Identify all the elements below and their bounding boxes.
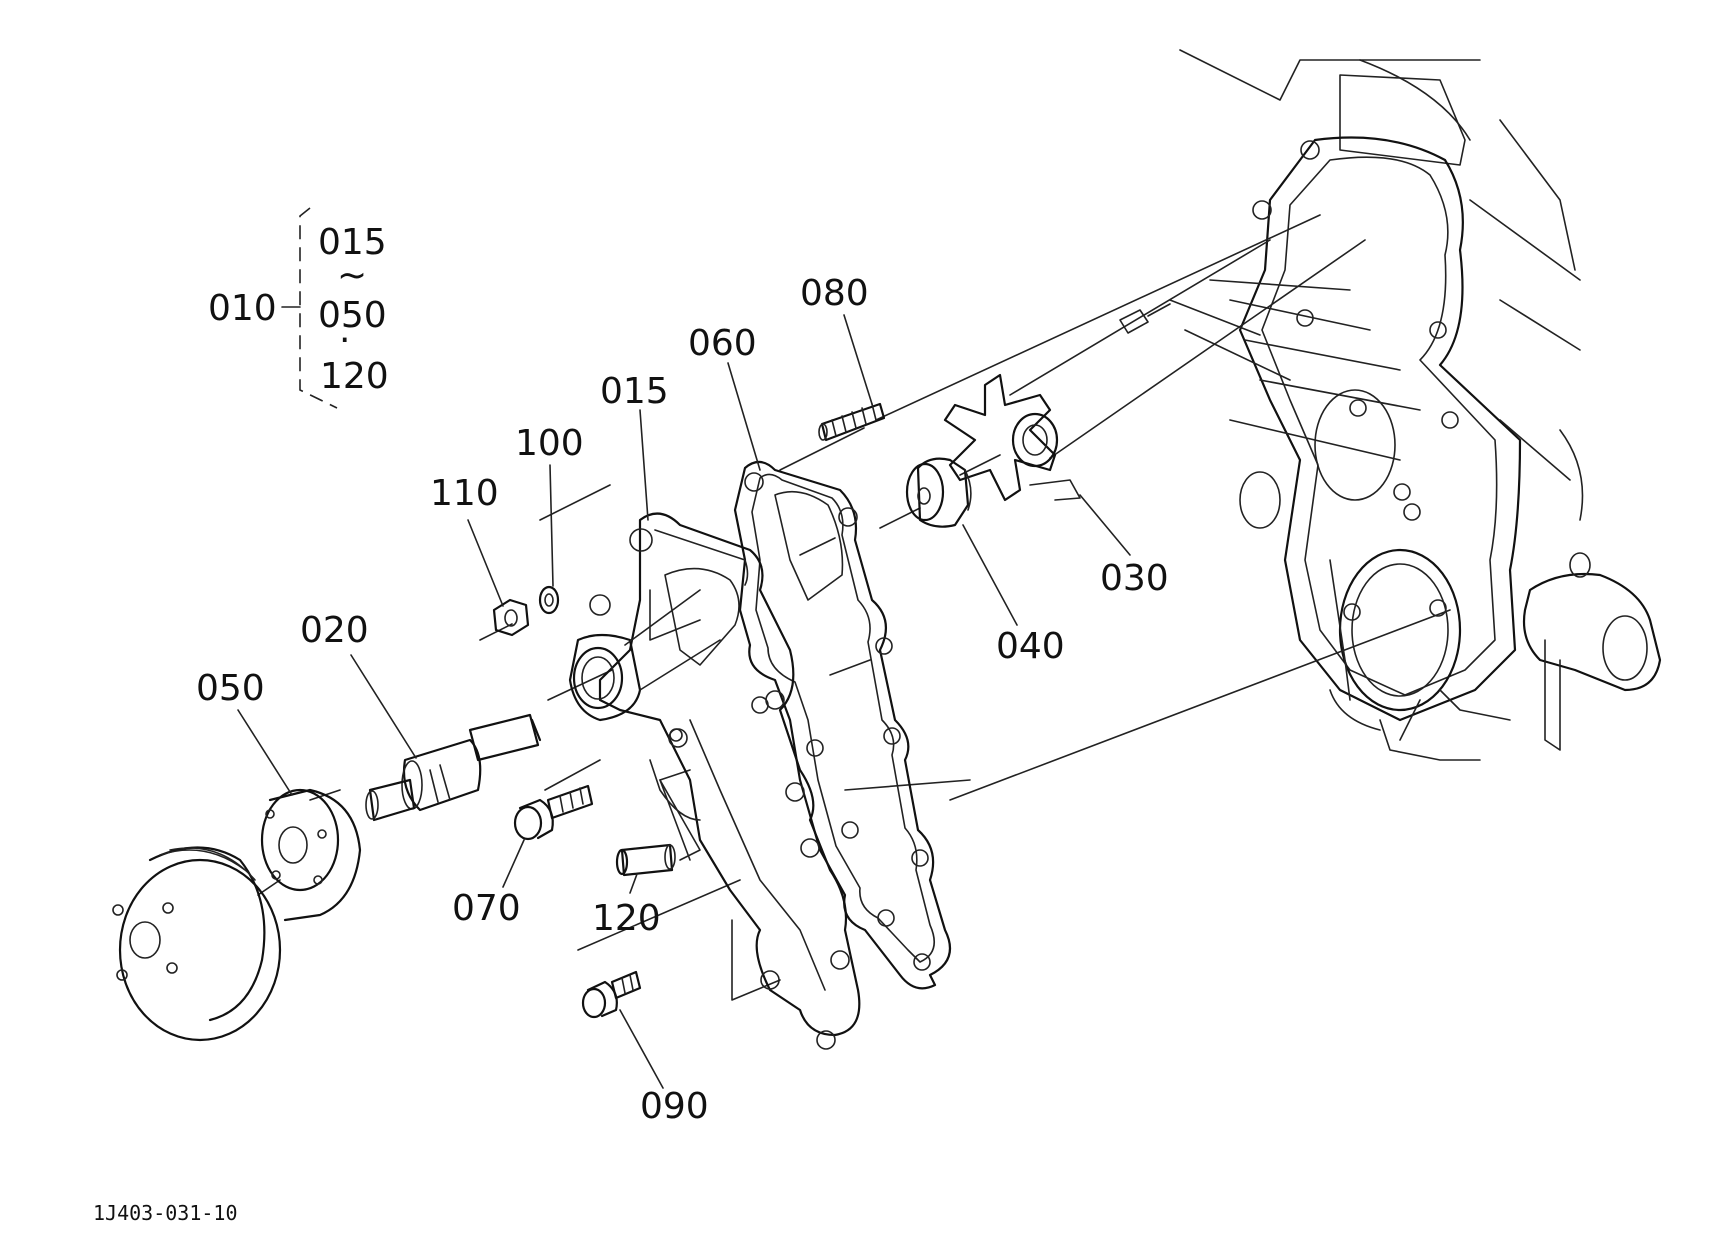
callout-060: 060 [688,323,757,364]
callout-050: 050 [196,668,265,709]
alignment-lines [257,214,1451,1001]
assembly-group: 010 015 ~ 050 · 120 [208,207,389,409]
group-item-first: 015 [318,222,387,263]
callout-110: 110 [430,473,499,514]
part-100-lock-washer [538,585,560,615]
callout-labels: 080 060 015 100 110 020 050 070 120 090 … [196,273,1169,1127]
callout-015: 015 [600,371,669,412]
callout-120: 120 [592,898,661,939]
part-070-bolt [513,784,594,841]
gear-case-housing [1169,49,1662,761]
group-parent-label: 010 [208,288,277,329]
drawing-code: 1J403-031-10 [93,1201,238,1225]
callout-030: 030 [1100,558,1169,599]
callout-070: 070 [452,888,521,929]
callout-100: 100 [515,423,584,464]
part-110-nut [492,598,530,637]
group-dot: · [339,320,350,361]
leader-lines [237,314,1131,1089]
part-120-pipe [615,843,676,877]
part-015-pump-body [568,512,861,1050]
dowel-pin [1119,303,1171,334]
part-090-bolt [581,970,642,1019]
callout-040: 040 [996,626,1065,667]
callout-080: 080 [800,273,869,314]
callout-020: 020 [300,610,369,651]
part-050-flange [260,788,362,922]
part-060-gasket [733,460,952,990]
part-040-mechanical-seal [905,457,972,528]
part-020-bearing-shaft [365,713,542,822]
group-item-last: 120 [320,356,389,397]
part-030-impeller [943,373,1081,502]
fan-pulley [112,846,282,1042]
group-item-middle: 050 [318,295,387,336]
part-080-stud-bolt [818,402,886,442]
callout-090: 090 [640,1086,709,1127]
group-range-tilde: ~ [337,255,367,296]
